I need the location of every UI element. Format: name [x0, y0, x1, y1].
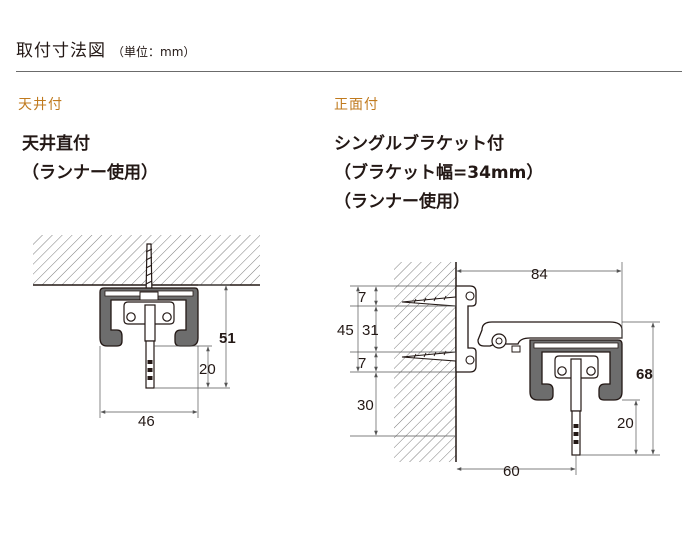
wall-heading: シングルブラケット付 （ブラケット幅=34mm） （ランナー使用）: [334, 130, 543, 217]
ceiling-heading-line-1: 天井直付: [22, 134, 90, 154]
title-divider: [16, 71, 682, 72]
page-title-row: 取付寸法図 （単位：mm）: [16, 36, 195, 61]
wall-bracket-arm: [477, 321, 623, 353]
wall-runner: [554, 355, 599, 456]
section-label-ceiling: 天井付: [18, 97, 63, 113]
ceiling-mount-diagram: 51 20 46: [33, 235, 260, 430]
wall-drop-dimension: 20: [617, 399, 640, 455]
unit-note: （単位：mm）: [112, 45, 196, 59]
ceiling-height-dimension: 51: [154, 284, 236, 389]
wall-drop-value: 20: [617, 415, 634, 432]
ceiling-height-value: 51: [219, 330, 236, 347]
wall-runner-offset-dimension: 60: [456, 455, 577, 480]
wall-projection-value: 84: [531, 266, 548, 283]
ceiling-rail: [99, 287, 199, 347]
ceiling-width-value: 46: [138, 413, 155, 430]
ceiling-width-dimension: 46: [99, 346, 199, 430]
wall-section: [394, 262, 456, 462]
wall-left-dimensions: 7 45 31 7 30: [337, 285, 456, 437]
ceiling-drop-dimension: 20: [154, 345, 216, 388]
wall-top7-value: 7: [358, 289, 366, 306]
wall-mount-diagram: 84 7 45 31 7 30 68: [337, 262, 660, 480]
wall-rail: [529, 339, 623, 401]
ceiling-runner: [123, 301, 175, 389]
wall-bracket-plate: [455, 285, 477, 373]
ceiling-heading: 天井直付 （ランナー使用）: [22, 130, 158, 188]
wall-runner-offset-value: 60: [503, 463, 520, 480]
wall-heading-line-2: （ブラケット幅=34mm）: [334, 163, 544, 183]
ceiling-heading-line-2: （ランナー使用）: [22, 163, 158, 183]
wall-mid31-value: 31: [362, 322, 379, 339]
wall-projection-dimension: 84: [456, 262, 623, 338]
page-title: 取付寸法図: [16, 41, 106, 61]
wall-lower7-value: 7: [358, 355, 366, 372]
wall-mid45-value: 45: [337, 322, 354, 339]
ceiling-drop-value: 20: [199, 361, 216, 378]
wall-height-value: 68: [636, 366, 653, 383]
section-label-wall: 正面付: [334, 97, 379, 113]
wall-heading-line-1: シングルブラケット付: [334, 134, 504, 154]
wall-below30-value: 30: [357, 397, 374, 414]
wall-heading-line-3: （ランナー使用）: [334, 192, 470, 212]
wall-height-dimension: 68: [580, 321, 660, 456]
